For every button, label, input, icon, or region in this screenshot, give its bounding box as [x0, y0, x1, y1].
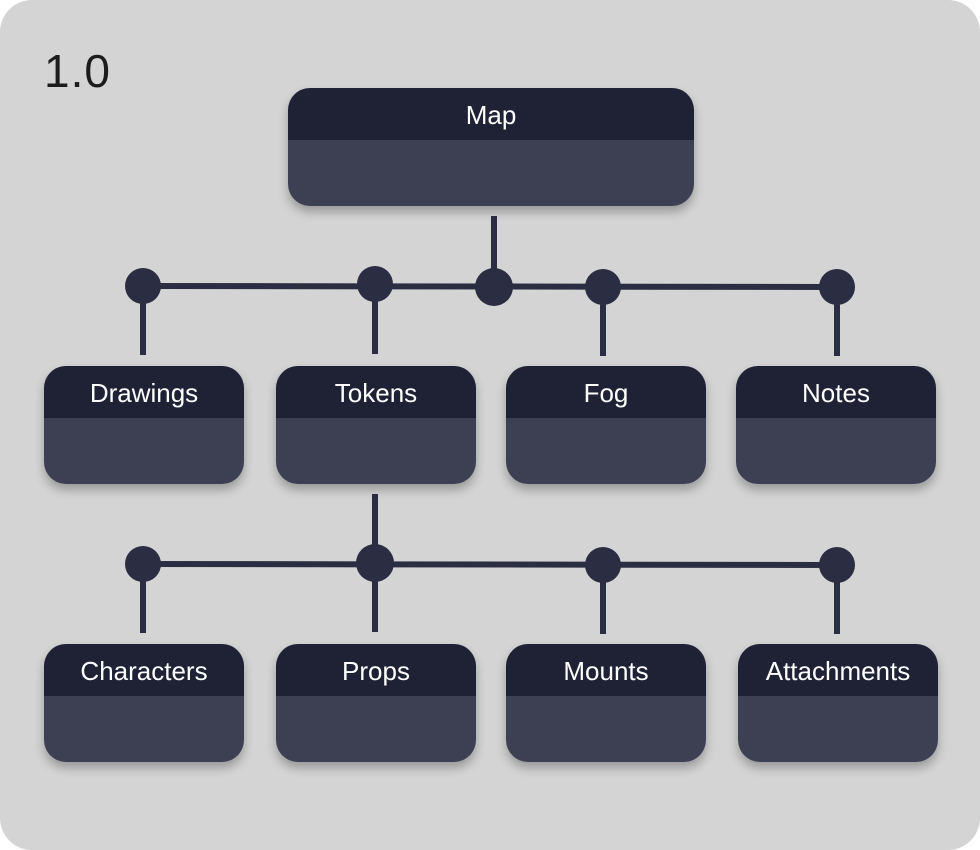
- node-body: [44, 418, 244, 484]
- node-body: [736, 418, 936, 484]
- node-tokens[interactable]: Tokens: [276, 366, 476, 484]
- node-title: Map: [288, 88, 694, 140]
- node-body: [506, 696, 706, 762]
- node-body: [276, 696, 476, 762]
- connector-bus-level2: [142, 561, 838, 568]
- node-body: [44, 696, 244, 762]
- junction-dot: [819, 547, 855, 583]
- node-fog[interactable]: Fog: [506, 366, 706, 484]
- node-mounts[interactable]: Mounts: [506, 644, 706, 762]
- junction-dot: [585, 269, 621, 305]
- node-map[interactable]: Map: [288, 88, 694, 206]
- node-title: Tokens: [276, 366, 476, 418]
- node-title: Attachments: [738, 644, 938, 696]
- node-body: [276, 418, 476, 484]
- junction-dot: [357, 266, 393, 302]
- junction-dot: [125, 268, 161, 304]
- version-label: 1.0: [44, 45, 111, 97]
- node-props[interactable]: Props: [276, 644, 476, 762]
- node-drawings[interactable]: Drawings: [44, 366, 244, 484]
- junction-dot: [819, 269, 855, 305]
- node-notes[interactable]: Notes: [736, 366, 936, 484]
- node-title: Drawings: [44, 366, 244, 418]
- node-title: Props: [276, 644, 476, 696]
- node-body: [738, 696, 938, 762]
- node-body: [288, 140, 694, 206]
- node-title: Notes: [736, 366, 936, 418]
- node-title: Characters: [44, 644, 244, 696]
- node-title: Mounts: [506, 644, 706, 696]
- node-title: Fog: [506, 366, 706, 418]
- junction-dot: [125, 546, 161, 582]
- node-attachments[interactable]: Attachments: [738, 644, 938, 762]
- node-body: [506, 418, 706, 484]
- junction-dot: [585, 547, 621, 583]
- node-characters[interactable]: Characters: [44, 644, 244, 762]
- junction-dot: [356, 544, 394, 582]
- junction-dot: [475, 268, 513, 306]
